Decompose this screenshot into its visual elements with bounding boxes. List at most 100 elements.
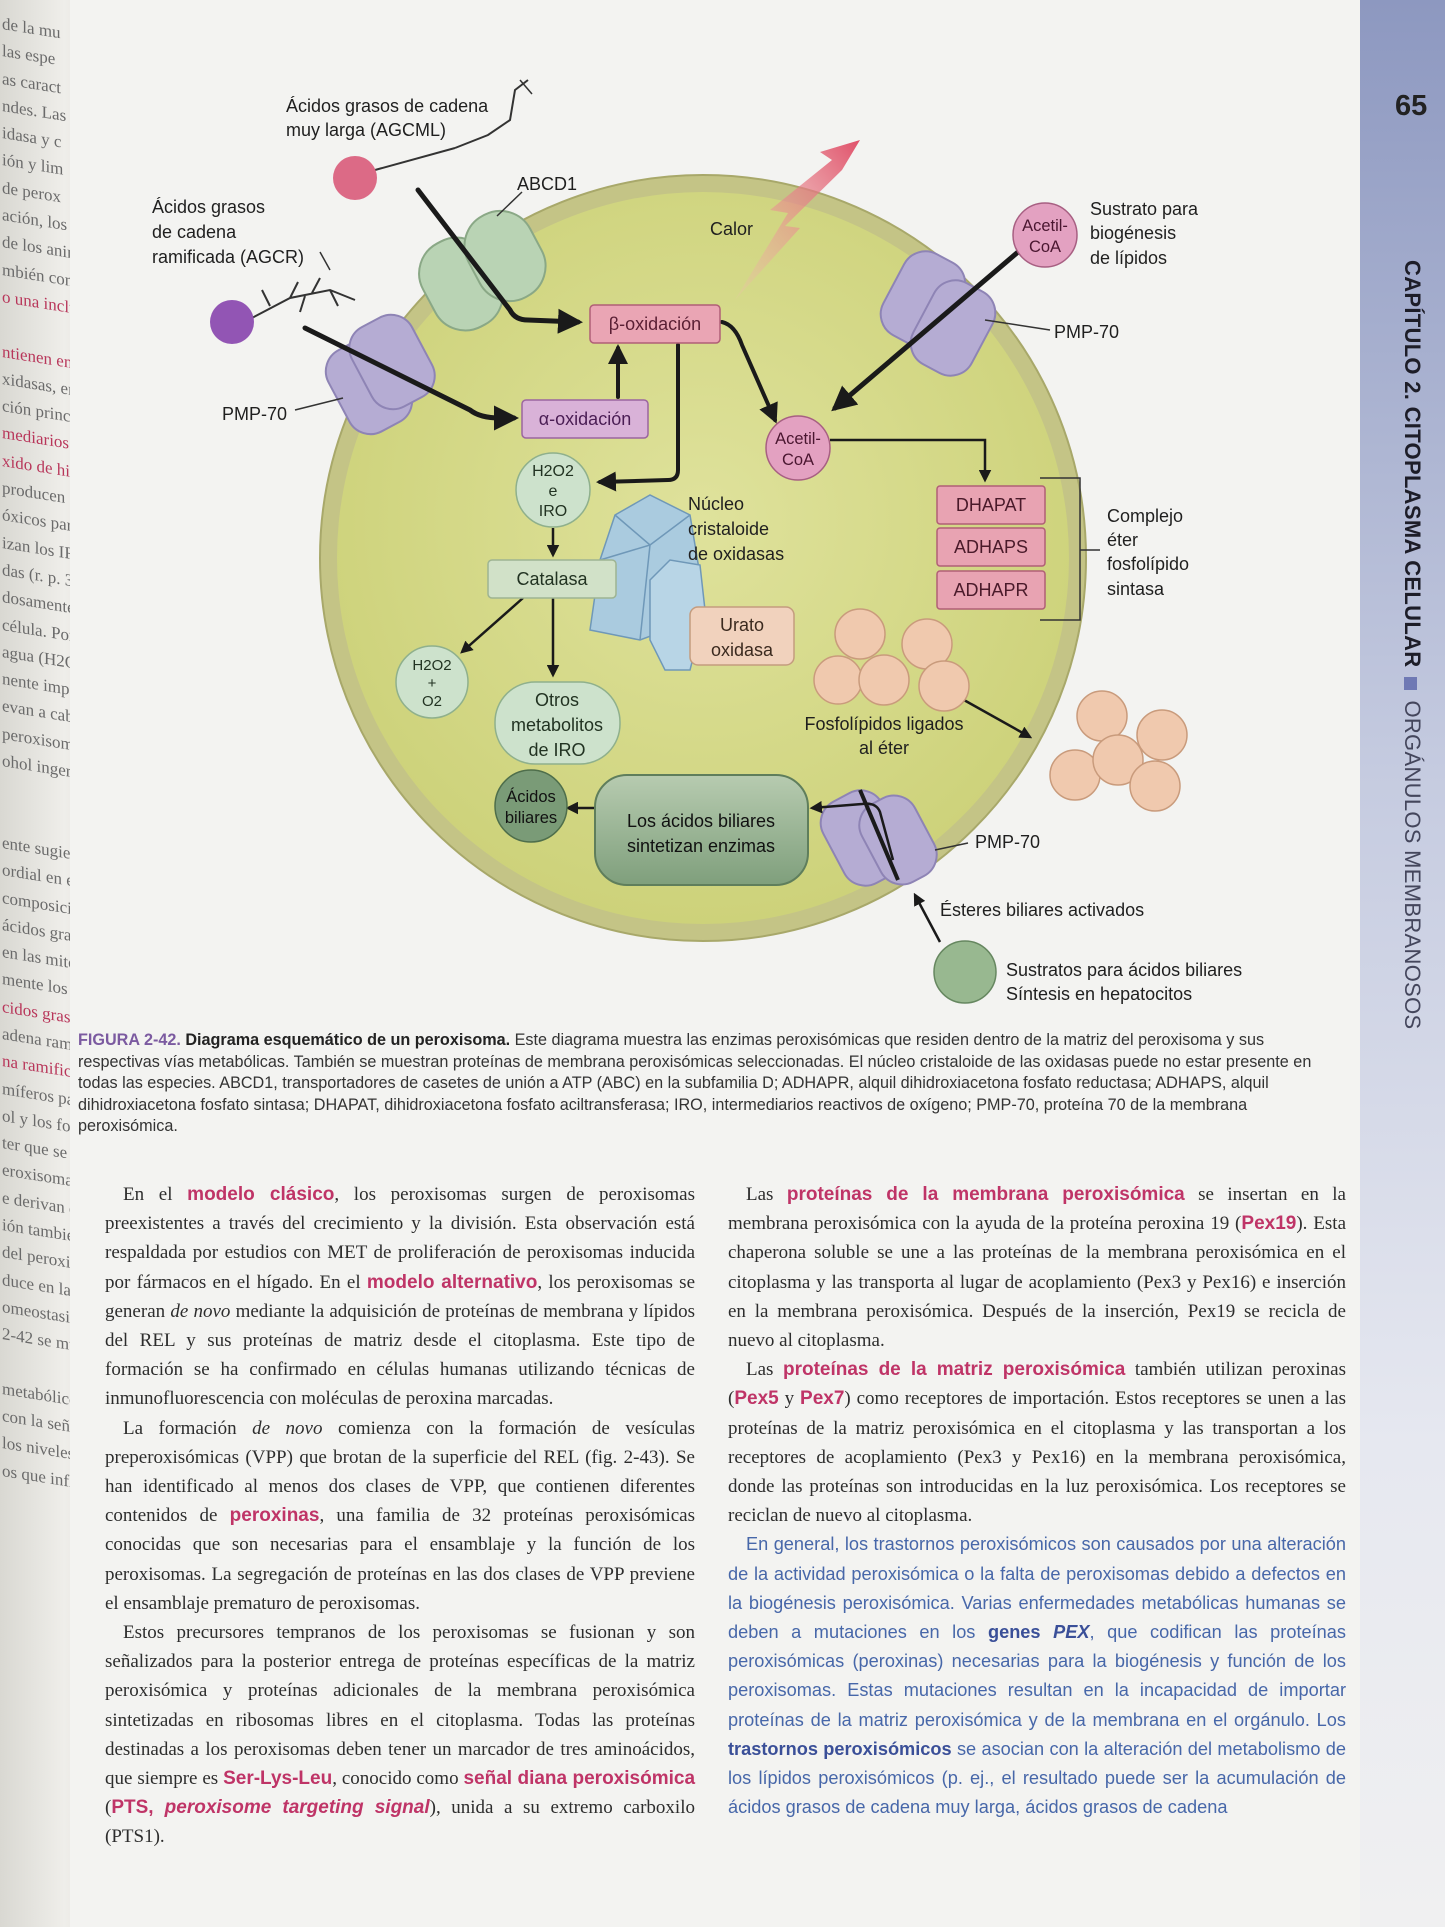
- keyword: Pex7: [800, 1388, 845, 1410]
- label-adhaps: ADHAPS: [954, 537, 1028, 557]
- leader-abcd1: [496, 191, 523, 217]
- keyword: peroxisome targeting signal: [164, 1797, 430, 1819]
- text-run: En el: [123, 1184, 188, 1205]
- keyword: Pex19: [1241, 1213, 1297, 1235]
- bold-term: trastornos peroxisómicos: [728, 1738, 952, 1759]
- text-run: y: [778, 1388, 801, 1410]
- leader-agcr: [319, 251, 331, 271]
- agcml-tail: [374, 147, 456, 171]
- paragraph: En el modelo clásico, los peroxisomas su…: [105, 1180, 695, 1414]
- label-pmp70-bottom: PMP-70: [975, 832, 1040, 852]
- agcml-head: [333, 156, 377, 200]
- label-adhapr: ADHAPR: [953, 580, 1028, 600]
- arrow-beta-to-acetil: [720, 320, 778, 424]
- adhaps-box: [936, 527, 1046, 567]
- text-run: de novo: [170, 1300, 231, 1322]
- text-run: ). Esta chaperona soluble se une a las p…: [728, 1213, 1346, 1352]
- page-number: 65: [1395, 90, 1428, 122]
- arrow-beta-to-h2o2: [596, 343, 680, 492]
- keyword: PTS,: [111, 1797, 165, 1819]
- arrow-sustrato-to-acetil: [831, 249, 1021, 412]
- pmp70-transporter-bottom: [819, 789, 938, 887]
- agcml-chain: [454, 79, 529, 149]
- caption-text: Este diagrama muestra las enzimas peroxi…: [78, 1031, 1312, 1135]
- label-dhapat: DHAPAT: [956, 495, 1026, 515]
- bold-term: genes: [987, 1622, 1054, 1643]
- heat-bolt-icon: [735, 140, 860, 300]
- sustratos-circle: [933, 940, 997, 1004]
- acetil-coa-inner: [765, 415, 831, 481]
- keyword: Pex5: [734, 1388, 779, 1410]
- caption-label: FIGURA 2-42.: [78, 1031, 181, 1049]
- text-run: se asocian con la alteración del metabol…: [728, 1738, 1346, 1818]
- keyword: señal diana peroxisómica: [463, 1768, 696, 1790]
- arrow-sustratos-up: [913, 892, 942, 943]
- acetil-coa-top: [1012, 202, 1078, 268]
- beta-oxidation-box: [589, 304, 721, 344]
- text-run: se insertan en la membrana peroxisómica …: [728, 1184, 1346, 1235]
- complejo-bracket: [1040, 477, 1081, 621]
- caption-title: Diagrama esquemático de un peroxisoma.: [185, 1031, 511, 1049]
- text-run: , conocido como: [332, 1768, 464, 1790]
- text-run: , que codifican las proteínas peroxisómi…: [728, 1622, 1346, 1730]
- agcr-head: [210, 300, 254, 344]
- label-acetil-inner: Acetil-CoA: [775, 430, 821, 469]
- text-run: La formación: [123, 1417, 253, 1439]
- label-esteres: Ésteres biliares activados: [940, 900, 1144, 920]
- text-run: comienza con la formación de vesículas p…: [105, 1417, 695, 1527]
- ether-phospholipids-outside: [1049, 690, 1188, 812]
- bold-term: PEX: [1053, 1622, 1090, 1643]
- label-beta-ox: β-oxidación: [609, 314, 701, 334]
- adhapr-box: [936, 570, 1046, 610]
- label-abcd1: ABCD1: [517, 174, 577, 194]
- catalasa-box: [487, 559, 617, 599]
- keyword: peroxinas: [229, 1505, 320, 1527]
- paragraph: En general, los trastornos peroxisómicos…: [728, 1530, 1346, 1822]
- leader-pmp70-bottom: [934, 842, 969, 851]
- keyword: modelo clásico: [187, 1184, 335, 1205]
- keyword: Ser-Lys-Leu: [223, 1768, 333, 1790]
- label-pmp70-right: PMP-70: [1054, 322, 1119, 342]
- keyword: proteínas de la membrana peroxisómica: [786, 1184, 1185, 1205]
- text-run: también utilizan peroxinas (: [728, 1359, 1346, 1410]
- text-run: mediante la adquisición de proteínas de …: [105, 1300, 695, 1410]
- leader-pmp70-left: [294, 397, 344, 411]
- paragraph: La formación de novo comienza con la for…: [105, 1414, 695, 1618]
- figure-caption: FIGURA 2-42. Diagrama esquemático de un …: [78, 1030, 1348, 1138]
- text-run: , una familia de 32 proteínas peroxisómi…: [105, 1505, 695, 1614]
- ether-phospholipids-inside: [813, 608, 970, 712]
- h2o2-iro-circle: [515, 452, 591, 528]
- paragraph: Las proteínas de la membrana peroxisómic…: [728, 1180, 1346, 1355]
- leader-pmp70-right: [984, 319, 1051, 331]
- agcr-chain: [239, 277, 356, 321]
- text-run: de novo: [252, 1417, 323, 1439]
- acidos-biliares-circle: [494, 769, 568, 843]
- arrow-lipids-out: [954, 693, 1033, 739]
- keyword: modelo alternativo: [366, 1271, 538, 1293]
- arrow-catalasa-to-water: [460, 597, 524, 654]
- arrow-agcr-to-alpha: [302, 325, 519, 431]
- keyword: proteínas de la matriz peroxisómica: [782, 1359, 1126, 1381]
- text-run: , los peroxisomas se generan: [105, 1271, 696, 1322]
- paragraph: Las proteínas de la matriz peroxisómica …: [728, 1355, 1346, 1530]
- water-oxygen-circle: [395, 645, 469, 719]
- text-run: Las: [746, 1359, 783, 1381]
- text-run: Las: [746, 1184, 787, 1205]
- label-pmp70-left: PMP-70: [222, 404, 287, 424]
- arrow-acetil-to-dhapat: [830, 438, 992, 483]
- text-run: Estos precursores tempranos de los perox…: [105, 1622, 695, 1790]
- label-water-oxygen: H2O2+O2: [412, 657, 451, 710]
- arrow-agcml-to-beta: [415, 187, 583, 334]
- otros-metabolitos-box: [494, 681, 621, 765]
